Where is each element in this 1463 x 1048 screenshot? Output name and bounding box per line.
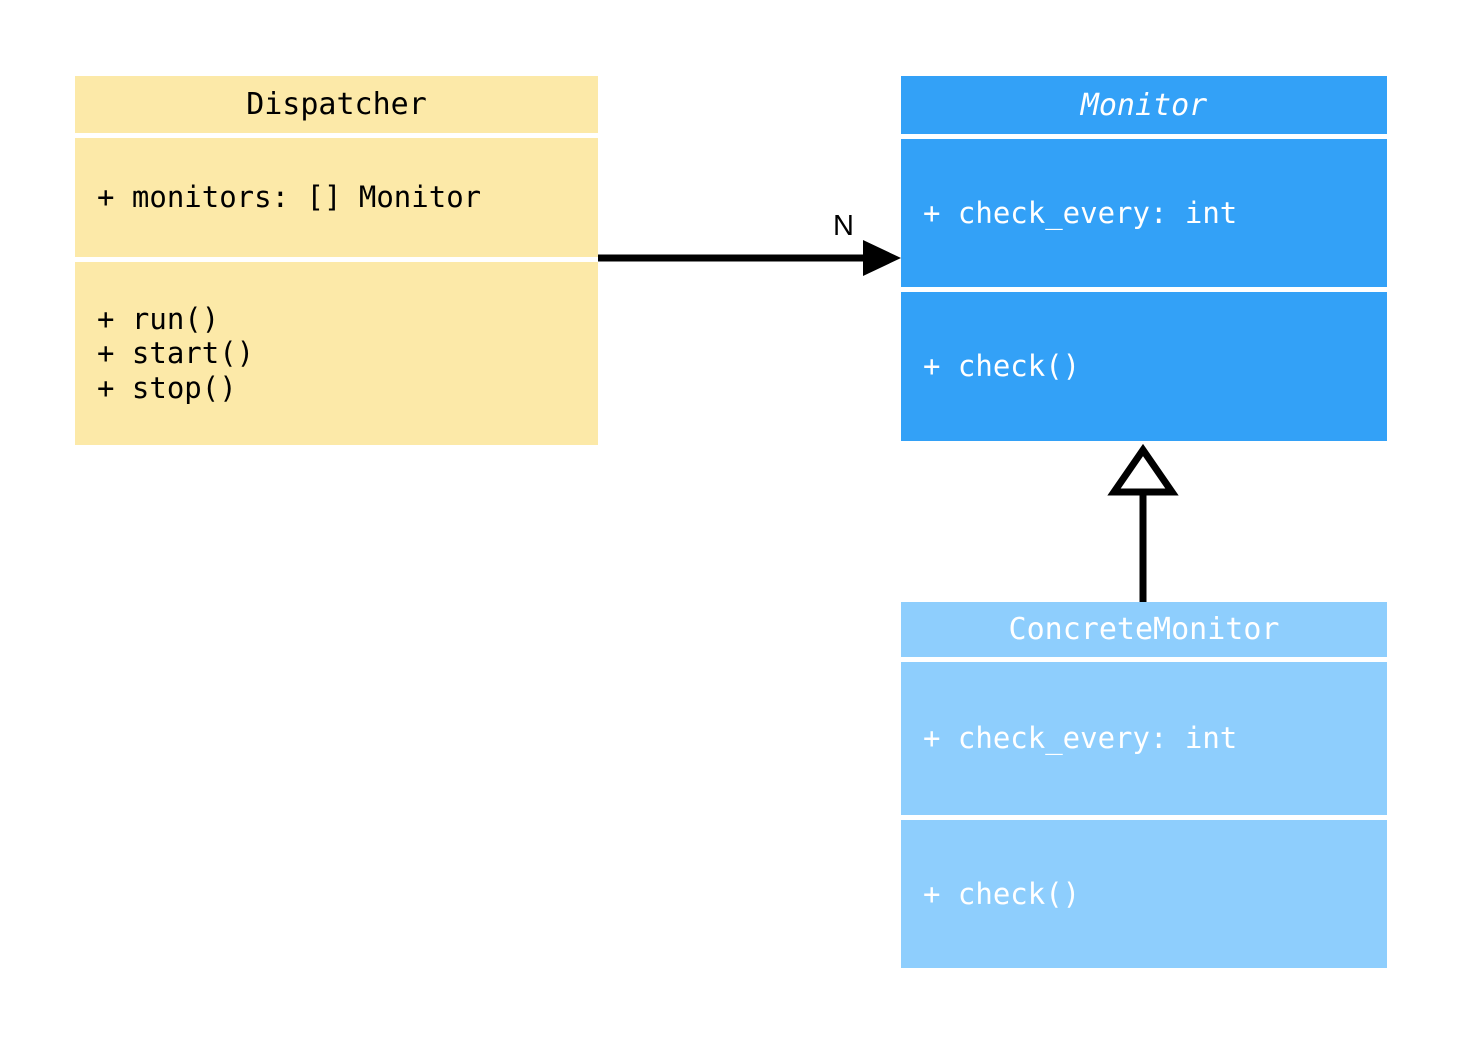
method-list-concrete-monitor: + check() xyxy=(923,876,1081,911)
class-box-dispatcher[interactable]: Dispatcher + monitors: [] Monitor + run(… xyxy=(75,76,598,445)
class-title-dispatcher: Dispatcher xyxy=(246,87,427,122)
generalization-concrete-monitor-to-monitor xyxy=(1107,443,1179,602)
attribute-list-dispatcher: + monitors: [] Monitor xyxy=(97,180,482,215)
class-name-compartment-dispatcher: Dispatcher xyxy=(75,76,598,133)
association-multiplicity-label: N xyxy=(833,210,854,242)
class-attributes-compartment-concrete-monitor: + check_every: int xyxy=(901,662,1387,815)
class-title-concrete-monitor: ConcreteMonitor xyxy=(1008,612,1280,647)
class-name-compartment-concrete-monitor: ConcreteMonitor xyxy=(901,602,1387,657)
class-attributes-compartment-monitor: + check_every: int xyxy=(901,139,1387,287)
class-attributes-compartment-dispatcher: + monitors: [] Monitor xyxy=(75,138,598,257)
class-methods-compartment-concrete-monitor: + check() xyxy=(901,820,1387,968)
method-list-dispatcher: + run() + start() + stop() xyxy=(97,302,255,405)
method-list-monitor: + check() xyxy=(923,349,1081,384)
class-methods-compartment-monitor: + check() xyxy=(901,292,1387,441)
class-name-compartment-monitor: Monitor xyxy=(901,76,1387,134)
attribute-list-monitor: + check_every: int xyxy=(923,195,1238,230)
association-arrowhead-filled xyxy=(863,240,901,276)
class-methods-compartment-dispatcher: + run() + start() + stop() xyxy=(75,262,598,445)
class-box-monitor[interactable]: Monitor + check_every: int + check() xyxy=(901,76,1387,441)
generalization-arrowhead-hollow xyxy=(1107,443,1179,496)
association-dispatcher-to-monitor xyxy=(598,240,901,276)
class-title-monitor: Monitor xyxy=(1080,87,1208,123)
attribute-list-concrete-monitor: + check_every: int xyxy=(923,721,1238,756)
class-box-concrete-monitor[interactable]: ConcreteMonitor + check_every: int + che… xyxy=(901,602,1387,968)
